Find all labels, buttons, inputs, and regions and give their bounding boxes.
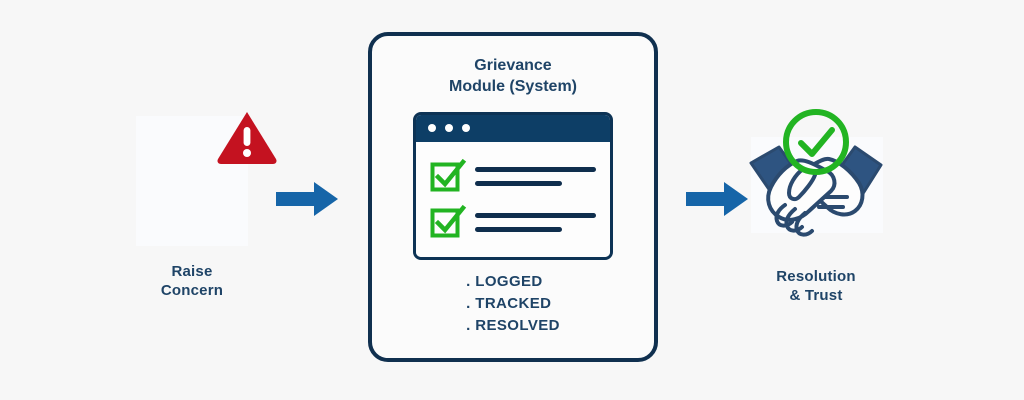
checklist-lines: [475, 212, 596, 232]
content-line: [475, 212, 596, 218]
browser-dot-2: [445, 124, 453, 133]
status-item-logged: . LOGGED: [466, 272, 543, 290]
arrow-2-icon: [686, 182, 748, 216]
checklist-row: [430, 204, 596, 238]
status-item-tracked: . TRACKED: [466, 294, 552, 312]
browser-title-bar: [416, 114, 610, 142]
checkbox-checked-icon: [430, 158, 467, 192]
warning-triangle-icon: [217, 112, 277, 164]
check-circle-icon: [783, 109, 849, 175]
step-resolution-trust: Resolution & Trust: [743, 105, 889, 305]
checklist-row: [430, 158, 596, 192]
checklist-lines: [475, 166, 596, 186]
arrow-1-icon: [276, 182, 338, 216]
handshake-with-tick-group: [743, 105, 889, 255]
content-line: [475, 166, 596, 172]
status-list: . LOGGED . TRACKED . RESOLVED: [466, 273, 560, 334]
browser-window-icon: [413, 111, 613, 260]
browser-dot-3: [462, 124, 470, 133]
browser-content: [416, 141, 610, 257]
module-title: Grievance Module (System): [448, 57, 577, 95]
checkbox-checked-icon: [430, 204, 467, 238]
person-with-alert-group: [130, 110, 277, 250]
step-raise-concern: Raise Concern: [128, 110, 277, 300]
browser-dot-1: [428, 124, 436, 133]
step-grievance-module: Grievance Module (System): [368, 32, 658, 362]
step-label-raise-concern: Raise Concern: [160, 263, 224, 300]
content-line: [475, 180, 563, 186]
step-label-resolution-trust: Resolution & Trust: [776, 268, 856, 305]
content-line: [475, 226, 563, 232]
status-item-resolved: . RESOLVED: [466, 316, 560, 334]
person-icon-backdrop: [136, 116, 248, 246]
